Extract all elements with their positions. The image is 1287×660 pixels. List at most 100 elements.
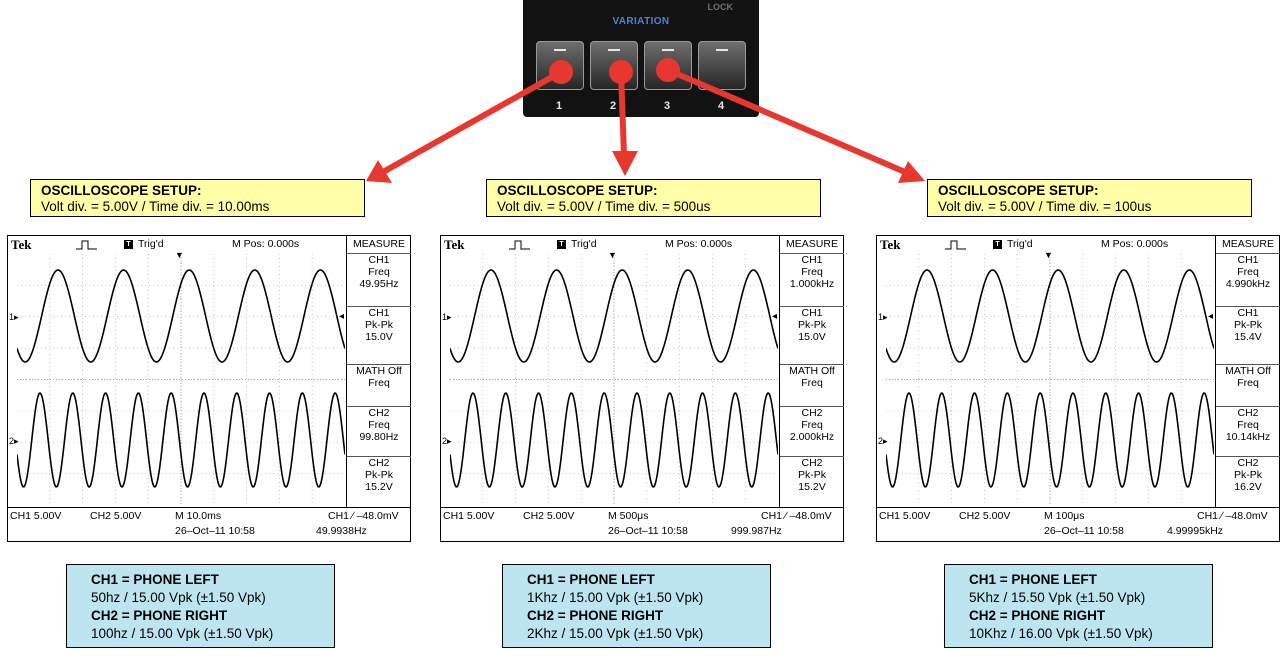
measure-header: MEASURE (353, 238, 405, 250)
measure-value: 15.2V (365, 481, 393, 493)
measure-type: Freq (1237, 377, 1259, 389)
led-indicator (716, 49, 728, 51)
measure-type: Pk-Pk (364, 469, 393, 481)
ch2-spec: 100hz / 15.00 Vpk (±1.50 Vpk) (91, 626, 274, 641)
arrow-line-1 (381, 69, 563, 175)
frequency-counter: 999.987Hz (731, 525, 782, 537)
graticule (886, 254, 1214, 505)
variation-button-4[interactable] (698, 41, 746, 90)
ch1-scale: CH1 5.00V (443, 510, 495, 522)
trigger-level-marker: ◂ (772, 311, 778, 322)
waveform-display (450, 254, 778, 505)
measure-value: 1.000kHz (789, 278, 835, 290)
ch1-waveform (17, 269, 345, 363)
measure-type: Freq (1237, 419, 1259, 431)
trigger-status: Trig'd (571, 238, 597, 250)
measure-value: 15.0V (365, 331, 393, 343)
trigger-icon: T (557, 240, 566, 249)
measure-type: Pk-Pk (364, 319, 393, 331)
horizontal-position: M Pos: 0.000s (232, 238, 300, 250)
ch1-title: CH1 = PHONE LEFT (91, 572, 219, 587)
ch2-title: CH2 = PHONE RIGHT (527, 608, 664, 623)
led-indicator (554, 49, 566, 51)
frequency-counter: 49.9938Hz (316, 525, 367, 537)
measure-type: Freq (801, 377, 823, 389)
arrow-line-3 (666, 67, 907, 175)
ch1-title: CH1 = PHONE LEFT (969, 572, 1097, 587)
measure-type: Freq (1237, 266, 1259, 278)
measure-source: CH1 (801, 307, 823, 319)
channel-info-box-1: CH1 = PHONE LEFT 50hz / 15.00 Vpk (±1.50… (66, 564, 335, 648)
ch2-waveform (17, 391, 345, 489)
ch2-ground-marker: 2▸ (878, 436, 888, 446)
measure-value: 10.14kHz (1225, 431, 1271, 443)
brand-label: Tek (444, 237, 465, 252)
setup-text: Volt div. = 5.00V / Time div. = 100us (938, 199, 1152, 214)
arrow-head-2 (612, 151, 638, 176)
measure-value: 15.4V (1234, 331, 1262, 343)
measure-source: MATH Off (356, 365, 402, 377)
ch2-spec: 10Khz / 16.00 Vpk (±1.50 Vpk) (969, 626, 1153, 641)
measure-value: 2.000kHz (789, 431, 835, 443)
led-indicator (608, 49, 620, 51)
waveform-display (17, 254, 345, 505)
horizontal-position: M Pos: 0.000s (665, 238, 733, 250)
measure-value: 49.95Hz (359, 278, 399, 290)
scope-status-bar: Tek T Trig'd M Pos: 0.000s (441, 236, 779, 253)
scope-bottom-bar: CH1 5.00V CH2 5.00V M 10.0ms CH1 ∕ –48.0… (8, 507, 410, 542)
ch2-title: CH2 = PHONE RIGHT (969, 608, 1106, 623)
measure-source: CH2 (801, 457, 823, 469)
trigger-icon: T (124, 240, 133, 249)
ch1-spec: 50hz / 15.00 Vpk (±1.50 Vpk) (91, 590, 266, 605)
setup-box-3: OSCILLOSCOPE SETUP: Volt div. = 5.00V / … (927, 179, 1252, 217)
measure-source: CH2 (368, 457, 390, 469)
measure-source: CH1 (1237, 307, 1259, 319)
horizontal-position: M Pos: 0.000s (1101, 238, 1169, 250)
setup-title: OSCILLOSCOPE SETUP: (938, 183, 1099, 198)
measure-value: 16.2V (1234, 481, 1262, 493)
trigger-position-icon: ▼ (1044, 250, 1053, 260)
trigger-position-icon: ▼ (175, 250, 184, 260)
ch2-waveform (450, 391, 778, 489)
scope-status-bar: Tek T Trig'd M Pos: 0.000s (877, 236, 1215, 253)
ch1-ground-marker: 1▸ (442, 312, 452, 322)
setup-text: Volt div. = 5.00V / Time div. = 10.00ms (41, 199, 270, 214)
arrow-line-2 (618, 71, 627, 156)
ch1-spec: 1Khz / 15.00 Vpk (±1.50 Vpk) (527, 590, 704, 605)
measure-source: CH1 (368, 307, 390, 319)
measure-type: Pk-Pk (797, 469, 826, 481)
trigger-icon: T (993, 240, 1002, 249)
ch2-scale: CH2 5.00V (523, 510, 575, 522)
setup-box-2: OSCILLOSCOPE SETUP: Volt div. = 5.00V / … (486, 179, 821, 217)
date-time: 26–Oct–11 10:58 (608, 525, 688, 537)
setup-title: OSCILLOSCOPE SETUP: (497, 183, 658, 198)
trigger-setting: CH1 ∕ –48.0mV (328, 510, 399, 522)
graticule (17, 254, 345, 505)
ch1-scale: CH1 5.00V (879, 510, 931, 522)
led-indicator (662, 49, 674, 51)
frequency-counter: 4.99995kHz (1167, 525, 1224, 537)
measure-source: CH2 (1237, 457, 1259, 469)
measure-type: Pk-Pk (797, 319, 826, 331)
measure-source: CH2 (1237, 407, 1259, 419)
measure-source: CH2 (368, 407, 390, 419)
trigger-setting: CH1 ∕ –48.0mV (761, 510, 832, 522)
measure-source: CH1 (368, 254, 390, 266)
